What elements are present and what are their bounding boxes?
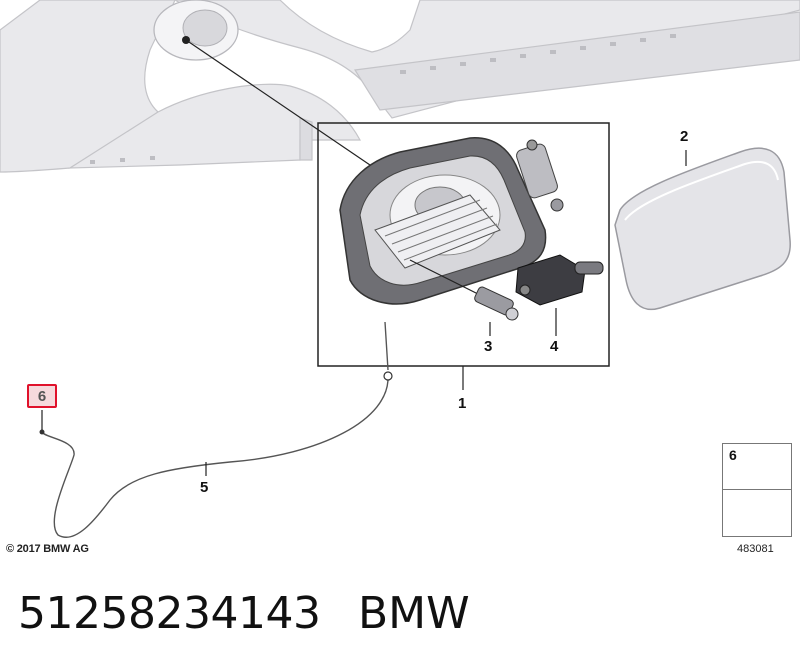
- part-3-pin: [474, 286, 519, 321]
- legend-part-number: 6: [729, 447, 737, 463]
- legend-box: 6: [722, 443, 792, 537]
- fuel-filler-housing: [339, 137, 564, 305]
- copyright-text: © 2017 BMW AG: [6, 543, 89, 555]
- callout-2: 2: [680, 128, 689, 145]
- brand-name: BMW: [358, 588, 470, 639]
- callout-4: 4: [550, 338, 559, 355]
- cable-clip: [383, 371, 393, 381]
- callout-6-label: 6: [37, 388, 47, 405]
- parts-diagram: [0, 0, 800, 538]
- callout-3: 3: [484, 338, 493, 355]
- leader-line-body: [185, 39, 371, 166]
- part-2-flap-cover: [614, 147, 791, 311]
- callout-6-highlighted: 6: [27, 384, 57, 408]
- body-panel: [0, 0, 800, 173]
- callout-5: 5: [200, 479, 209, 496]
- body-fuel-opening: [153, 0, 239, 61]
- cable-end: [39, 429, 45, 435]
- diagram-number: 483081: [737, 543, 774, 555]
- leader-line-3: [409, 259, 481, 296]
- legend-divider: [723, 489, 791, 490]
- body-holes: [90, 34, 676, 164]
- part-number: 51258234143: [18, 588, 321, 639]
- part-5-cable: [41, 321, 389, 538]
- part-4-actuator: [515, 254, 604, 306]
- callout-1: 1: [458, 395, 467, 412]
